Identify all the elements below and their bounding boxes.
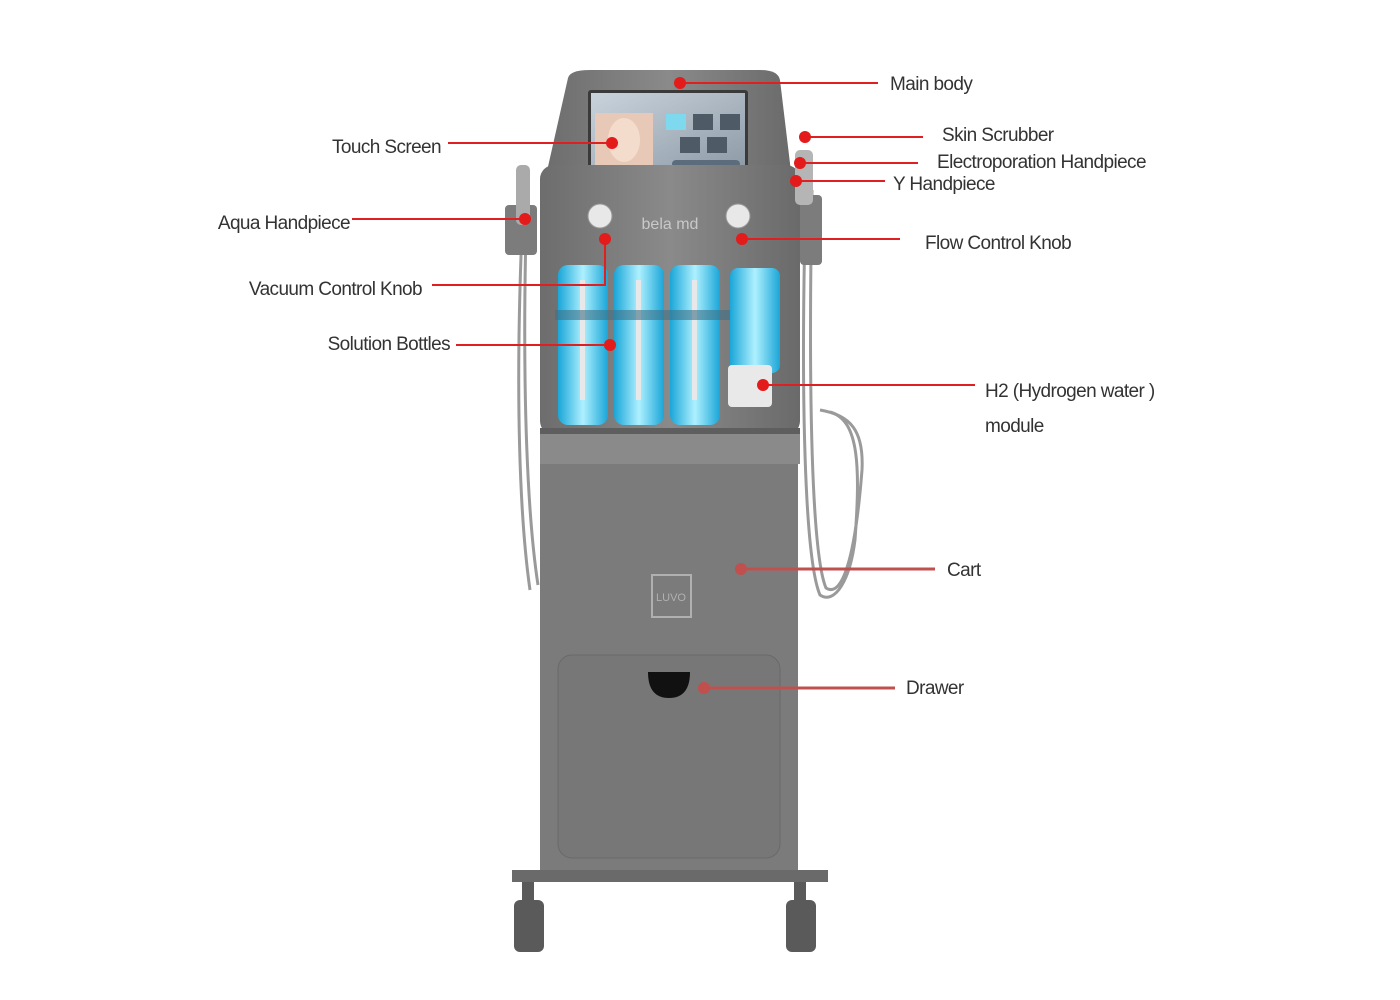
drawer-handle[interactable] (648, 672, 690, 698)
label-drawer: Drawer (906, 678, 965, 699)
label-h2-module-line2: module (985, 416, 1044, 437)
label-vacuum-control-knob: Vacuum Control Knob (249, 279, 422, 300)
cart-logo (651, 574, 692, 618)
aqua-handpiece[interactable] (516, 165, 530, 225)
callouts (352, 77, 975, 694)
solution-bottles[interactable] (555, 265, 730, 425)
brand-logo: bela md (642, 216, 699, 233)
label-main-body: Main body (890, 74, 973, 95)
cart-logo-text: LUVO (656, 592, 686, 604)
label-y-handpiece: Y Handpiece (893, 174, 995, 195)
label-skin-scrubber: Skin Scrubber (942, 125, 1055, 146)
vacuum-control-knob[interactable] (587, 203, 613, 229)
label-aqua-handpiece: Aqua Handpiece (218, 213, 350, 234)
flow-control-knob[interactable] (725, 203, 751, 229)
drawer[interactable] (557, 654, 781, 859)
h2-module[interactable] (728, 268, 780, 407)
label-cart: Cart (947, 560, 982, 581)
label-electroporation-handpiece: Electroporation Handpiece (937, 152, 1146, 173)
wheels (514, 882, 816, 952)
hoses (517, 189, 864, 599)
label-h2-module: H2 (Hydrogen water ) (985, 381, 1155, 402)
label-flow-control-knob: Flow Control Knob (925, 233, 1071, 254)
label-touch-screen: Touch Screen (332, 137, 441, 158)
label-solution-bottles: Solution Bottles (328, 334, 451, 355)
